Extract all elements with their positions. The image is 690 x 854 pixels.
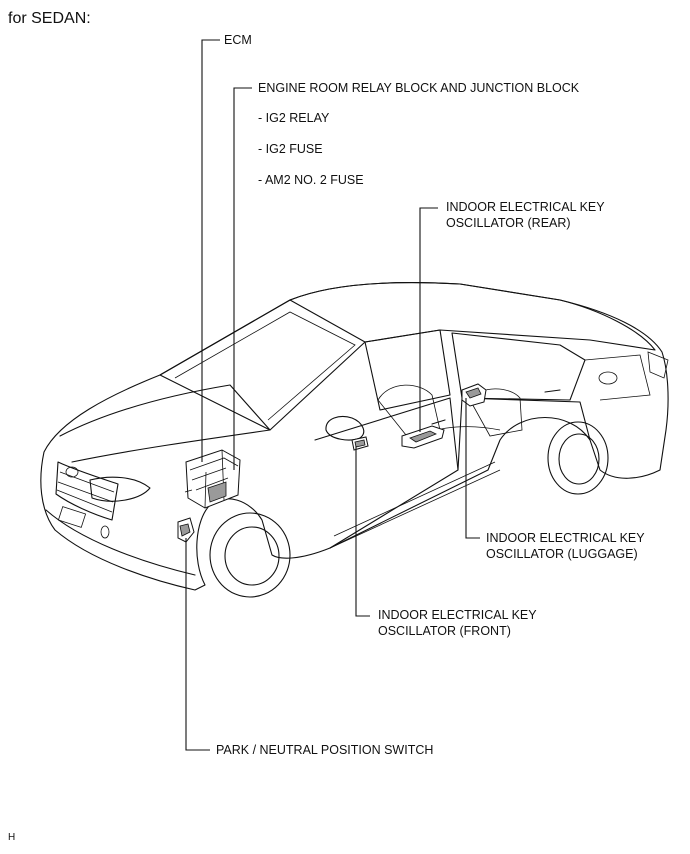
footer-code: H — [8, 832, 16, 843]
label-ig2-relay: - IG2 RELAY — [258, 111, 330, 125]
oscillator-luggage-part — [461, 383, 487, 407]
label-oscillator-rear-line1: INDOOR ELECTRICAL KEY — [446, 200, 605, 214]
leader-lines — [185, 39, 480, 751]
label-oscillator-luggage-line1: INDOOR ELECTRICAL KEY — [486, 531, 645, 545]
leader-relay-block — [233, 87, 252, 470]
leader-pn-switch — [185, 538, 210, 751]
label-ig2-fuse: - IG2 FUSE — [258, 142, 323, 156]
leader-ecm — [201, 39, 220, 462]
leader-oscillator-front — [355, 446, 370, 617]
label-oscillator-front-line1: INDOOR ELECTRICAL KEY — [378, 608, 537, 622]
leader-oscillator-rear — [419, 207, 438, 432]
label-oscillator-luggage-line2: OSCILLATOR (LUGGAGE) — [486, 547, 638, 561]
label-relay-block: ENGINE ROOM RELAY BLOCK AND JUNCTION BLO… — [258, 81, 580, 95]
label-oscillator-rear-line2: OSCILLATOR (REAR) — [446, 216, 571, 230]
oscillator-rear-part — [401, 425, 445, 449]
label-oscillator-front-line2: OSCILLATOR (FRONT) — [378, 624, 511, 638]
diagram-heading: for SEDAN: — [8, 10, 91, 27]
label-ecm: ECM — [224, 33, 252, 47]
car-illustration — [40, 282, 669, 598]
label-am2-fuse: - AM2 NO. 2 FUSE — [258, 173, 364, 187]
leader-oscillator-luggage — [465, 398, 480, 539]
ecm-relay-block-part — [184, 449, 241, 509]
oscillator-front-part — [351, 436, 369, 451]
park-neutral-switch-part — [177, 517, 195, 543]
label-pn-switch: PARK / NEUTRAL POSITION SWITCH — [216, 743, 434, 757]
